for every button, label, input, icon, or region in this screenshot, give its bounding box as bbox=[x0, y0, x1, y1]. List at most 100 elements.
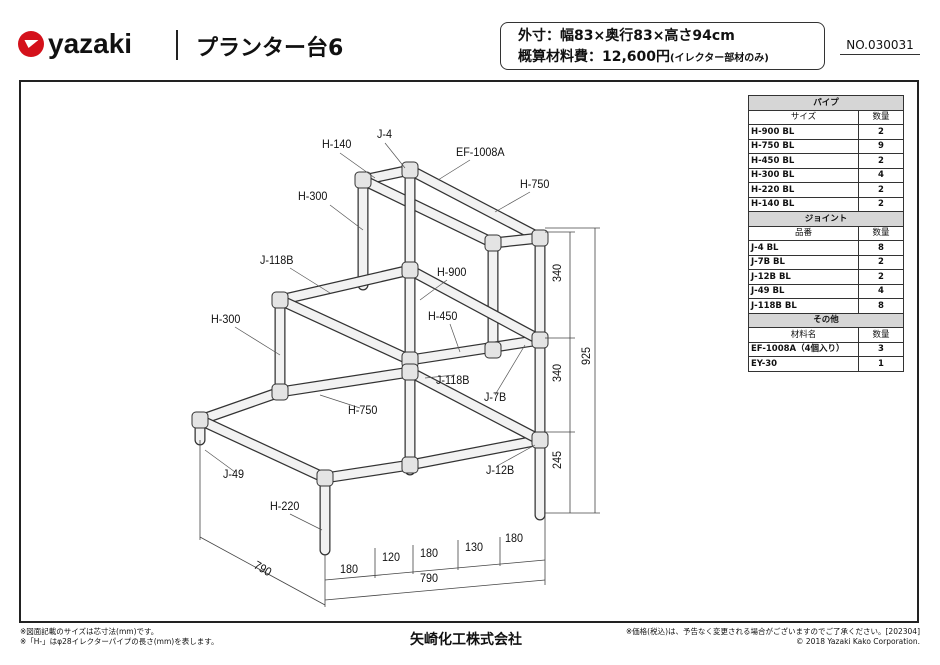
joint bbox=[531, 331, 549, 349]
part-name: EY-30 bbox=[748, 356, 859, 372]
joint bbox=[401, 161, 419, 179]
brand-name: yazaki bbox=[48, 28, 133, 59]
part-qty: 2 bbox=[858, 196, 904, 212]
joint bbox=[191, 411, 209, 429]
section-joint: ジョイント bbox=[748, 211, 904, 227]
dimension-label: 340 bbox=[550, 363, 564, 382]
leader-lines bbox=[204, 142, 536, 531]
col-name: 品番 bbox=[748, 225, 859, 241]
col-name: 材料名 bbox=[748, 327, 859, 343]
part-name: H-750 BL bbox=[748, 138, 859, 154]
part-name: H-300 BL bbox=[748, 167, 859, 183]
section-title: パイプ bbox=[748, 95, 904, 111]
part-qty: 8 bbox=[858, 240, 904, 256]
pipe-fill bbox=[275, 295, 415, 365]
cost-note: (イレクター部材のみ) bbox=[670, 53, 769, 64]
pipe-fill bbox=[405, 367, 545, 445]
section-pipe: パイプ bbox=[748, 95, 904, 111]
joint bbox=[484, 341, 502, 359]
section-title: その他 bbox=[748, 312, 904, 328]
col-name: サイズ bbox=[748, 109, 859, 125]
part-qty: 1 bbox=[858, 356, 904, 372]
part-qty: 2 bbox=[858, 124, 904, 140]
part-label: H-140 bbox=[322, 137, 352, 151]
pipe-fill bbox=[405, 265, 545, 345]
part-label: H-750 bbox=[348, 403, 378, 417]
joint bbox=[401, 456, 419, 474]
joint bbox=[484, 234, 502, 252]
part-label: H-220 bbox=[270, 499, 300, 513]
part-name: H-450 BL bbox=[748, 153, 859, 169]
dimension-label: 340 bbox=[550, 263, 564, 282]
footnote-size: ※図面記載のサイズは芯寸法(mm)です。 bbox=[20, 627, 159, 636]
part-label: H-450 bbox=[428, 309, 458, 323]
logo-mark-icon bbox=[18, 31, 44, 57]
part-qty: 3 bbox=[858, 341, 904, 357]
col-qty: 数量 bbox=[858, 327, 904, 343]
part-label: H-750 bbox=[520, 177, 550, 191]
dimension-label: 180 bbox=[340, 562, 359, 576]
part-label: H-300 bbox=[298, 189, 328, 203]
part-label: J-7B bbox=[484, 390, 507, 404]
col-qty: 数量 bbox=[858, 225, 904, 241]
dimension-label: 120 bbox=[382, 550, 401, 564]
drawing-frame bbox=[19, 80, 919, 623]
part-label: J-49 bbox=[223, 467, 245, 481]
yazaki-logo: yazaki bbox=[18, 28, 132, 60]
part-qty: 8 bbox=[858, 298, 904, 314]
part-name: EF-1008A（4個入り） bbox=[748, 341, 859, 357]
header-row: 品番数量 bbox=[748, 225, 904, 241]
part-qty: 2 bbox=[858, 182, 904, 198]
part-label: EF-1008A bbox=[456, 145, 505, 159]
table-row: EF-1008A（4個入り）3 bbox=[748, 341, 904, 357]
part-label: J-118B bbox=[436, 373, 470, 387]
part-label: J-4 bbox=[377, 127, 393, 141]
pipe-fill bbox=[275, 367, 415, 397]
part-name: J-12B BL bbox=[748, 269, 859, 285]
part-name: H-140 BL bbox=[748, 196, 859, 212]
pipe-fill bbox=[358, 175, 498, 248]
part-qty: 4 bbox=[858, 167, 904, 183]
part-qty: 9 bbox=[858, 138, 904, 154]
dimension-lines bbox=[199, 227, 600, 607]
page-title: プランター台6 bbox=[196, 36, 344, 61]
part-name: J-4 BL bbox=[748, 240, 859, 256]
pipe-fill bbox=[405, 165, 545, 243]
footer-notes: ※図面記載のサイズは芯寸法(mm)です。 ※「H-」はφ28イレクターパイプの長… bbox=[20, 627, 218, 647]
footer-right: ※価格(税込)は、予告なく変更される場合がございますのでご了承ください。[202… bbox=[626, 627, 920, 647]
part-label: H-300 bbox=[211, 312, 241, 326]
part-label: H-900 bbox=[437, 265, 467, 279]
header-row: サイズ数量 bbox=[748, 109, 904, 125]
section-other: その他 bbox=[748, 312, 904, 328]
part-name: H-900 BL bbox=[748, 124, 859, 140]
product-number: NO.030031 bbox=[840, 38, 920, 55]
dimension-label: 180 bbox=[420, 546, 439, 560]
part-qty: 4 bbox=[858, 283, 904, 299]
header-row: 材料名数量 bbox=[748, 327, 904, 343]
pipe-fill bbox=[405, 335, 545, 365]
part-name: H-220 BL bbox=[748, 182, 859, 198]
section-title: ジョイント bbox=[748, 211, 904, 227]
dimension-label: 180 bbox=[505, 531, 524, 545]
part-name: J-7B BL bbox=[748, 254, 859, 270]
part-name: J-118B BL bbox=[748, 298, 859, 314]
joint bbox=[271, 383, 289, 401]
joint bbox=[271, 291, 289, 309]
part-qty: 2 bbox=[858, 254, 904, 270]
joint bbox=[316, 469, 334, 487]
joint bbox=[531, 431, 549, 449]
